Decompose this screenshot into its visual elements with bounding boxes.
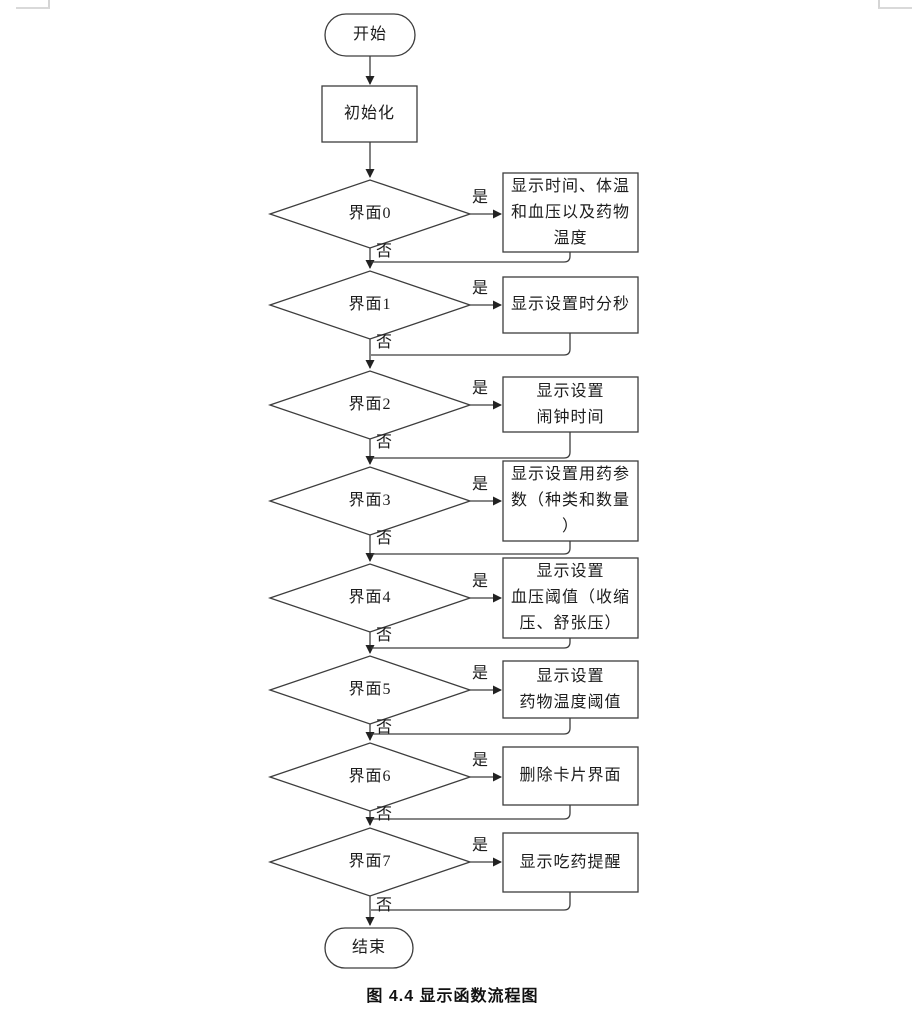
yes-branch-arrows — [470, 209, 502, 867]
no-label: 否 — [375, 334, 392, 351]
process-label: 显示设置 血压阈值（收缩 压、舒张压） — [510, 563, 630, 632]
no-label: 否 — [375, 719, 392, 736]
process-box-shape — [502, 557, 639, 639]
page-corner-mark-right — [878, 0, 912, 9]
process-label: 显示设置时分秒 — [510, 296, 630, 313]
process-box-shape — [502, 376, 639, 433]
yes-label: 是 — [471, 665, 488, 682]
end-terminator-shape — [324, 927, 414, 969]
process-box-shape — [502, 172, 639, 253]
process-label: 删除卡片界面 — [519, 767, 622, 784]
yes-label: 是 — [471, 189, 488, 206]
process-box-shape — [502, 832, 639, 893]
decision-label: 界面1 — [348, 296, 392, 313]
decision-label: 界面7 — [348, 853, 392, 870]
no-label: 否 — [375, 434, 392, 451]
process-label: 显示设置用药参 数（种类和数量 ） — [510, 466, 630, 535]
no-label: 否 — [375, 806, 392, 823]
yes-label: 是 — [471, 837, 488, 854]
no-label: 否 — [375, 530, 392, 547]
decision-label: 界面5 — [348, 681, 392, 698]
page-corner-mark-left — [16, 0, 50, 9]
no-label: 否 — [375, 897, 392, 914]
decision-label: 界面4 — [348, 589, 392, 606]
decision-label: 界面0 — [348, 205, 392, 222]
process-label: 显示设置 闹钟时间 — [536, 382, 605, 426]
decision-label: 界面2 — [348, 396, 392, 413]
init-process-shape — [321, 85, 418, 143]
no-label: 否 — [375, 243, 392, 260]
figure-caption: 图 4.4 显示函数流程图 — [366, 988, 539, 1005]
process-label: 显示吃药提醒 — [519, 853, 622, 871]
decision-label: 界面3 — [348, 492, 392, 509]
return-wires — [371, 252, 571, 911]
process-box-shape — [502, 460, 639, 542]
end-label: 结束 — [351, 939, 386, 956]
start-label: 开始 — [352, 26, 387, 43]
yes-label: 是 — [471, 476, 488, 493]
no-label: 否 — [375, 627, 392, 644]
process-box-shape — [502, 276, 639, 334]
decision-label: 界面6 — [348, 768, 392, 785]
yes-label: 是 — [471, 752, 488, 769]
process-box-shape — [502, 660, 639, 719]
yes-label: 是 — [471, 280, 488, 297]
init-label: 初始化 — [343, 105, 395, 122]
yes-label: 是 — [471, 380, 488, 397]
process-label: 显示时间、体温 和血压以及药物 温度 — [510, 177, 630, 247]
process-label: 显示设置 药物温度阈值 — [519, 667, 622, 711]
yes-label: 是 — [471, 573, 488, 590]
